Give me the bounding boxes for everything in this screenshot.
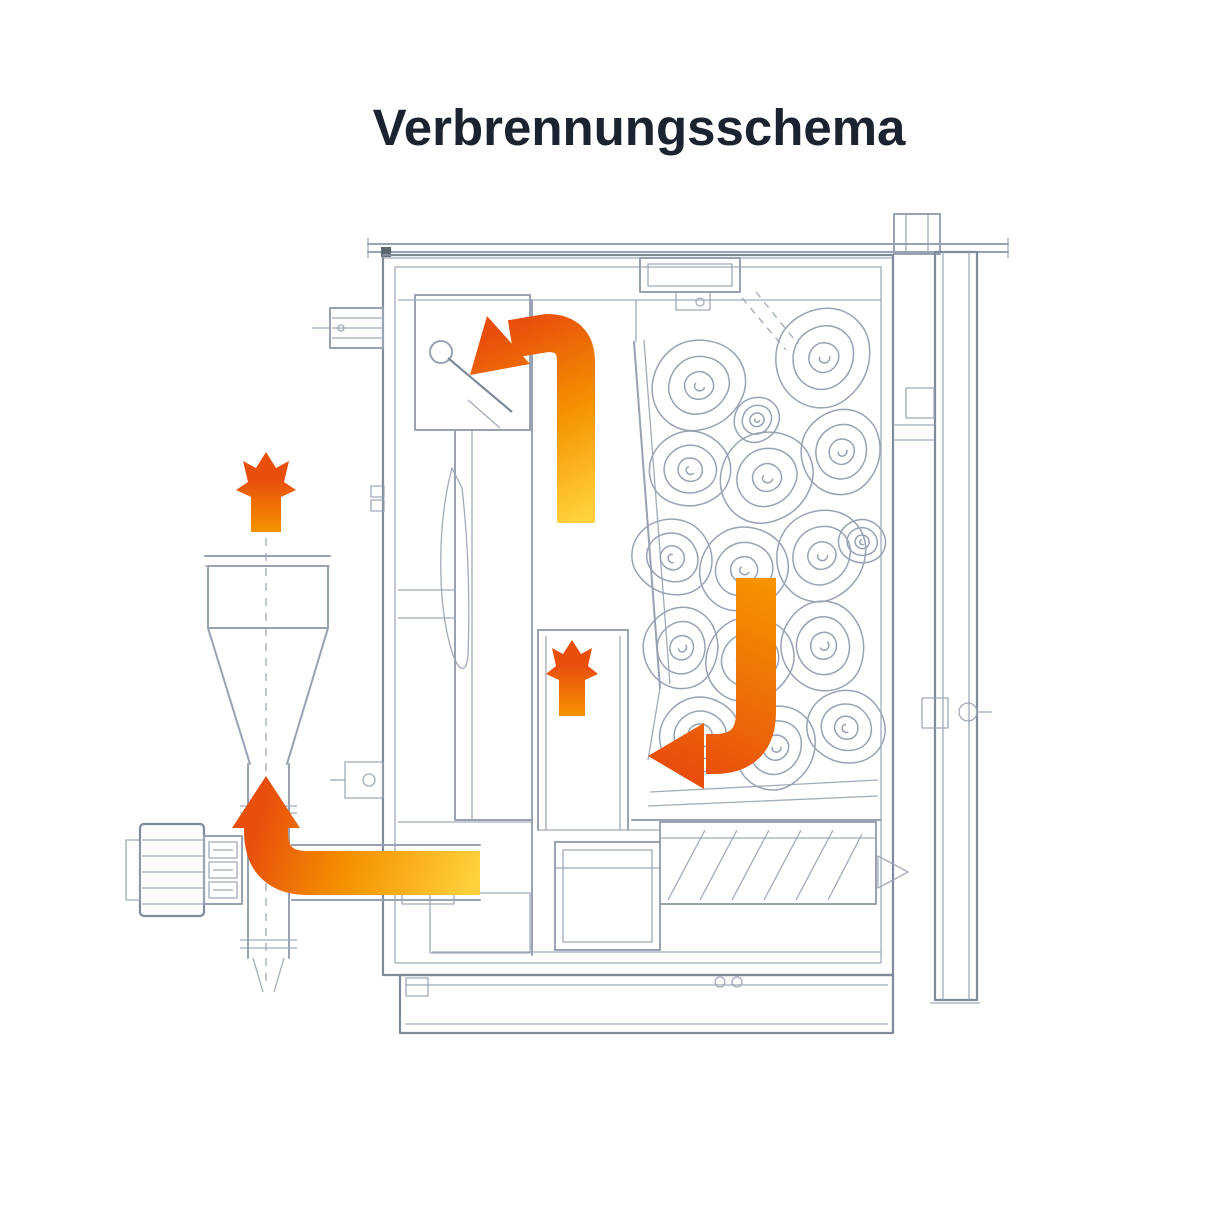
- heat-exchanger-section: [398, 294, 533, 954]
- arrowhead: [648, 723, 704, 789]
- cleaning-hook: [440, 467, 470, 669]
- log-end: [760, 295, 887, 421]
- junction-box: [203, 835, 243, 905]
- chimney-outlet-flame-arrow: [236, 452, 296, 532]
- return-duct: [291, 761, 481, 901]
- secondary-combustion-flame-arrow: [546, 640, 598, 716]
- diagonal-baffle: [633, 339, 671, 761]
- downdraft-arrow: [648, 578, 776, 789]
- log-end: [733, 396, 780, 443]
- grate: [631, 779, 882, 821]
- lid-mechanism: [639, 257, 799, 351]
- ash-box: [554, 841, 661, 951]
- log-end: [829, 509, 895, 575]
- lever-handle: [429, 340, 513, 429]
- arrowhead: [470, 316, 530, 375]
- return-duct-flow-arrow: [232, 776, 480, 895]
- right-panel: [893, 250, 992, 1004]
- corner-bolt: [381, 247, 391, 257]
- base-frame: [398, 973, 895, 1035]
- arrowhead: [232, 776, 300, 828]
- ash-wedge: [877, 855, 909, 889]
- side-inlet: [312, 307, 384, 349]
- top-plate: [367, 213, 1009, 259]
- log-end: [762, 585, 885, 708]
- chimney-stub: [893, 213, 941, 255]
- log-end: [644, 331, 753, 440]
- diagram-title: Verbrennungsschema: [372, 99, 906, 156]
- fan-motor: [125, 822, 206, 918]
- hot-gas-rising-arrow: [470, 314, 595, 523]
- lower-chamber: [659, 821, 909, 905]
- log-end: [621, 506, 723, 609]
- cyclone-separator: [204, 538, 331, 985]
- secondary-chamber: [537, 629, 660, 831]
- log-end: [626, 592, 738, 704]
